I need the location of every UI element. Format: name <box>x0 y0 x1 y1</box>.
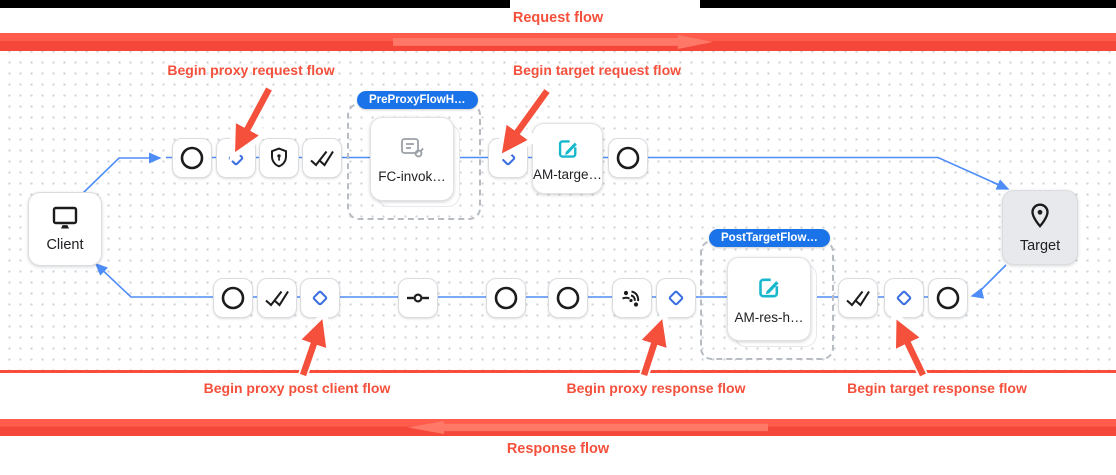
double-check-icon <box>264 287 290 309</box>
request-flow-banner <box>0 33 1116 51</box>
top-frame-bar-right <box>700 0 1116 8</box>
diamond-icon <box>224 146 248 170</box>
begin-target-request-label: Begin target request flow <box>512 62 682 78</box>
step-node[interactable] <box>486 278 526 318</box>
double-check-icon <box>309 147 335 169</box>
circle-icon <box>179 145 205 171</box>
begin-proxy-request-node[interactable] <box>216 138 256 178</box>
begin-target-response-label: Begin target response flow <box>847 380 1027 396</box>
am-target-policy-card[interactable]: AM-targe… <box>532 123 603 194</box>
fc-policy-label: FC-invok… <box>378 168 446 184</box>
request-flow-arrow <box>393 35 713 49</box>
step-node[interactable] <box>398 278 438 318</box>
step-node[interactable] <box>213 278 253 318</box>
begin-proxy-response-label: Begin proxy response flow <box>566 380 746 396</box>
begin-proxy-request-label: Begin proxy request flow <box>167 62 335 78</box>
shield-auth-icon <box>267 146 291 170</box>
step-node[interactable] <box>302 138 342 178</box>
begin-target-request-node[interactable] <box>488 138 528 178</box>
diamond-icon <box>664 286 688 310</box>
circle-icon <box>220 285 246 311</box>
request-flow-title: Request flow <box>512 10 604 26</box>
location-pin-icon <box>1027 202 1053 232</box>
step-node[interactable] <box>608 138 648 178</box>
step-node[interactable] <box>928 278 968 318</box>
begin-target-response-node[interactable] <box>884 278 924 318</box>
response-flow-banner <box>0 419 1116 436</box>
response-flow-arrow <box>408 421 768 434</box>
bottom-boundary-line <box>0 370 1116 373</box>
diamond-icon <box>496 146 520 170</box>
fc-policy-card[interactable]: FC-invok… <box>370 117 454 201</box>
am-res-policy-card[interactable]: AM-res-h… <box>727 257 811 341</box>
assign-message-icon <box>555 136 581 162</box>
begin-proxy-response-node[interactable] <box>656 278 696 318</box>
step-node[interactable] <box>612 278 652 318</box>
target-node[interactable]: Target <box>1002 190 1078 265</box>
client-label: Client <box>46 237 84 253</box>
step-node[interactable] <box>172 138 212 178</box>
top-frame-bar-left <box>0 0 510 8</box>
circle-icon <box>615 145 641 171</box>
circle-icon <box>935 285 961 311</box>
circle-icon <box>493 285 519 311</box>
step-node[interactable] <box>257 278 297 318</box>
begin-proxy-post-client-node[interactable] <box>300 278 340 318</box>
route-icon <box>405 285 431 311</box>
step-node[interactable] <box>838 278 878 318</box>
target-label: Target <box>1019 237 1061 254</box>
am-res-policy-label: AM-res-h… <box>734 309 804 325</box>
assign-message-icon <box>755 274 783 302</box>
double-check-icon <box>845 287 871 309</box>
begin-proxy-post-client-label: Begin proxy post client flow <box>203 380 391 396</box>
pre-proxy-flow-hook-badge[interactable]: PreProxyFlowH… <box>357 91 478 109</box>
circle-icon <box>555 285 581 311</box>
post-target-flow-hook-badge[interactable]: PostTargetFlow… <box>709 229 830 247</box>
response-flow-title: Response flow <box>506 441 610 457</box>
sensors-icon <box>619 285 645 311</box>
diamond-icon <box>892 286 916 310</box>
flow-callout-icon <box>398 135 426 161</box>
step-node[interactable] <box>259 138 299 178</box>
am-target-policy-label: AM-targe… <box>532 166 603 182</box>
step-node[interactable] <box>548 278 588 318</box>
flow-canvas <box>0 51 1116 371</box>
monitor-icon <box>50 205 80 231</box>
client-node[interactable]: Client <box>28 192 102 266</box>
diamond-icon <box>308 286 332 310</box>
